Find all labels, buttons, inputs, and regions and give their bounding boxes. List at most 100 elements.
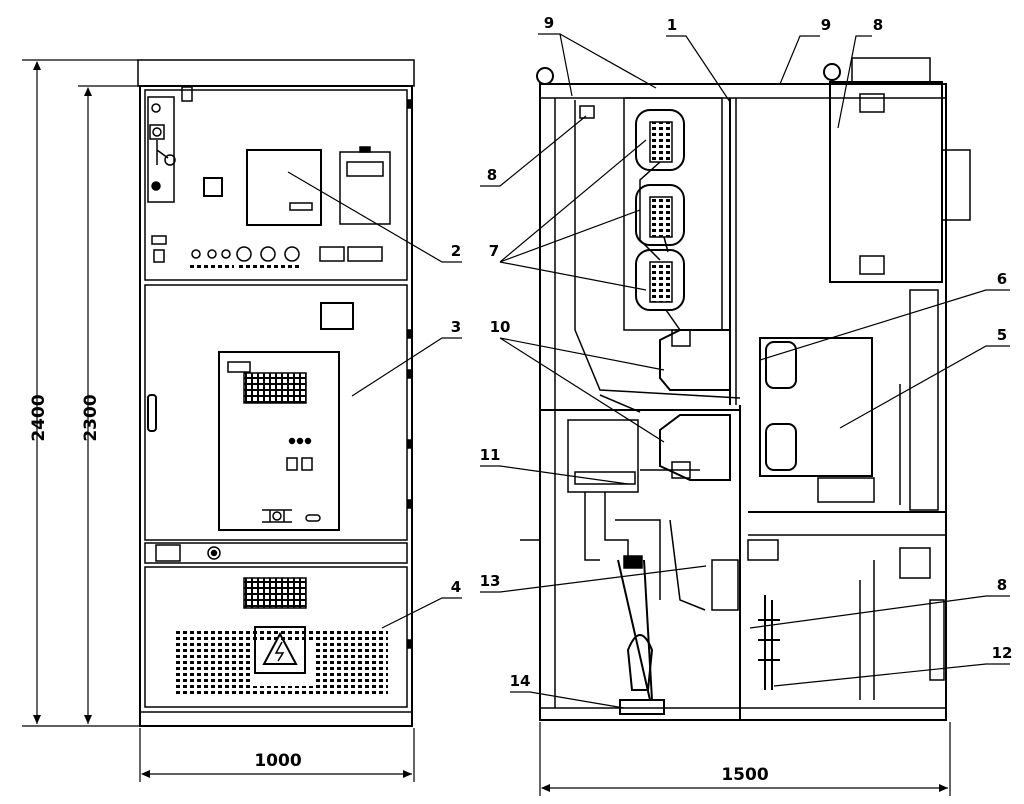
callout-14: 14 (510, 672, 531, 690)
callout-11: 11 (480, 446, 501, 464)
leader-4 (381, 597, 462, 629)
ct-base (574, 471, 636, 485)
front-view (137, 59, 415, 727)
lv-lamp-2 (207, 249, 217, 259)
breaker-led-2 (296, 437, 304, 445)
mimic-earth-circle (164, 154, 176, 166)
side-dimensions (539, 722, 951, 796)
leader-11 (480, 465, 629, 485)
warning-plate (254, 626, 306, 674)
selector-knob-1 (236, 246, 252, 262)
dimension-1000: 1000 (254, 751, 301, 771)
strip-lock (155, 544, 181, 562)
leader-8-top-right (837, 35, 872, 129)
door-handle-icon (147, 394, 157, 432)
breaker-front-plate (218, 351, 340, 531)
leader-8-bottom (749, 595, 1010, 629)
busbar-1 (649, 121, 673, 163)
rear-clamp (899, 547, 931, 579)
callout-8-top-right: 8 (873, 16, 883, 34)
front-roof (137, 59, 415, 87)
dimension-2300: 2300 (81, 394, 101, 441)
lv-label (151, 235, 167, 245)
callout-1: 1 (667, 16, 677, 34)
leader-6 (759, 289, 1010, 361)
hinge (407, 499, 413, 509)
hinge (407, 439, 413, 449)
breaker-pole-bottom (765, 423, 797, 471)
rear-projection (942, 149, 971, 221)
lv-switch (153, 249, 165, 263)
breaker-racking-circle (272, 511, 282, 521)
lv-legend (190, 263, 234, 268)
rear-cover (909, 289, 939, 511)
bushing-3 (635, 249, 685, 311)
bushing-1 (635, 109, 685, 171)
leader-1 (666, 35, 731, 103)
mimic-switch-symbol (149, 124, 165, 140)
louvre-right (314, 630, 388, 696)
busbar-2 (649, 196, 673, 238)
cable-terminal (758, 595, 780, 690)
lower-spout (659, 414, 731, 481)
ct-box (567, 419, 639, 493)
terminal-2 (347, 246, 383, 262)
breaker-led-3 (304, 437, 312, 445)
busbar-3 (649, 261, 673, 303)
callout-9-left: 9 (544, 14, 554, 32)
breaker-compartment (144, 284, 408, 541)
breaker-tag (227, 361, 251, 373)
circuit-breaker-body (759, 337, 873, 477)
mimic-lamp (151, 103, 161, 113)
upper-spout (659, 329, 731, 391)
leader-14 (510, 691, 625, 709)
warning-bolt (274, 641, 285, 662)
leader-8-top-left (480, 115, 587, 187)
relay-button (289, 202, 313, 211)
cable-runs (584, 469, 706, 611)
meter-tab (359, 146, 371, 153)
callout-8-top-left: 8 (487, 166, 497, 184)
leader-5 (839, 345, 1010, 429)
intermediate-strip (144, 542, 408, 564)
callout-8-bottom: 8 (997, 576, 1007, 594)
rear-lv-box (829, 81, 943, 283)
lv-lamp-1 (191, 249, 201, 259)
breaker-button-open (286, 457, 298, 471)
dimension-1500: 1500 (721, 765, 768, 785)
rear-plate (929, 599, 945, 681)
terminal-1 (319, 246, 345, 262)
rod-clamp (623, 555, 643, 569)
hinge (407, 369, 413, 379)
mimic-line (156, 140, 169, 165)
rear-lv-window-top (859, 93, 885, 113)
front-frame (139, 85, 413, 727)
callout-2: 2 (451, 242, 461, 260)
upper-contact (671, 329, 691, 347)
hinge (407, 639, 413, 649)
meter-window (346, 161, 384, 177)
callout-10: 10 (490, 318, 511, 336)
mimic-switch-circle (152, 127, 162, 137)
lifting-eye-rear (823, 63, 841, 81)
breaker-pole-top (765, 341, 797, 389)
callout-4: 4 (451, 578, 461, 596)
channel-bracket (579, 105, 595, 119)
leader-2 (287, 171, 462, 263)
front-dimensions (22, 59, 415, 782)
callout-12: 12 (992, 644, 1013, 662)
relay-display (246, 149, 322, 226)
earthing-rod-right (643, 559, 653, 701)
callout-leaders (287, 33, 1010, 709)
rear-lv-window-bottom (859, 255, 885, 275)
surge-arrester (711, 559, 739, 611)
leader-9-left (538, 33, 657, 97)
dimension-2400: 2400 (29, 394, 49, 441)
hinge (407, 99, 413, 109)
callout-13: 13 (480, 572, 501, 590)
selector-labels (236, 264, 300, 269)
rear-lv-roof (851, 57, 931, 84)
breaker-button-close (301, 457, 313, 471)
earthing-handle (626, 634, 654, 691)
